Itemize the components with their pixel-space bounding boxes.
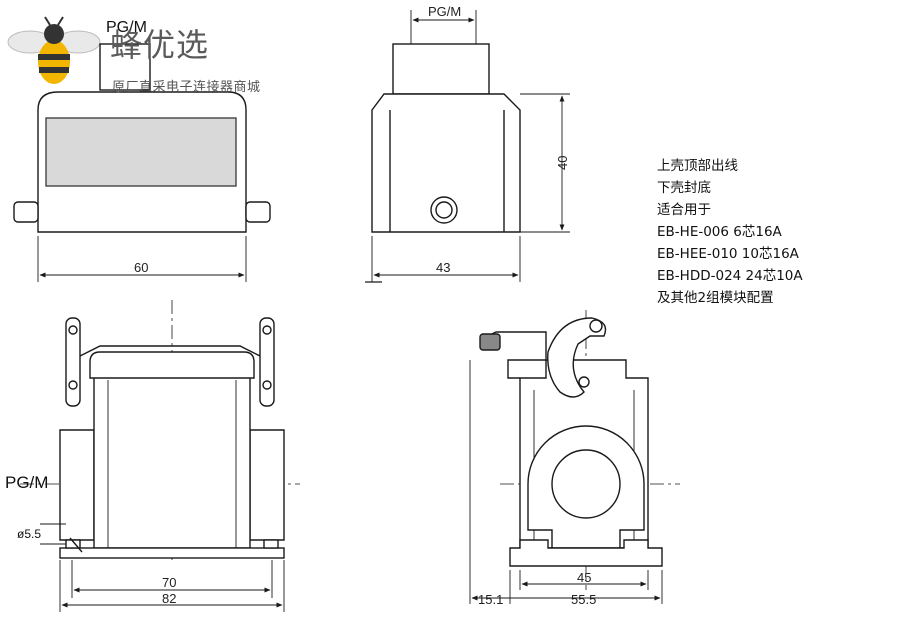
spec-line: EB-HEE-010 10芯16A	[657, 246, 799, 262]
brand-name: 蜂优选	[110, 26, 210, 64]
bottom-right-view	[469, 310, 680, 604]
top-left-view	[13, 43, 271, 282]
dim-label-pgm-top: PG/M	[428, 4, 461, 19]
spec-line: 上壳顶部出线	[657, 158, 738, 174]
top-right-view	[365, 10, 570, 283]
dim-width-43: 43	[436, 260, 450, 275]
spec-line: EB-HDD-024 24芯10A	[657, 268, 803, 284]
dim-width-70: 70	[162, 575, 176, 590]
spec-line: 下壳封底	[657, 180, 711, 196]
dim-width-60: 60	[134, 260, 148, 275]
spec-list: 上壳顶部出线 下壳封底 适合用于 EB-HE-006 6芯16A EB-HEE-…	[657, 155, 803, 309]
spec-line: 及其他2组模块配置	[657, 290, 774, 306]
dim-offset-15-1: 15.1	[478, 592, 503, 607]
dim-label-pgm-top-left: PG/M	[106, 19, 147, 36]
bee-logo-icon	[7, 16, 101, 84]
brand-tagline: 原厂直采电子连接器商城	[112, 80, 261, 95]
dim-width-45: 45	[577, 570, 591, 585]
dim-height-40: 40	[555, 156, 570, 170]
dim-hole-diameter: ø5.5	[17, 527, 41, 541]
dim-width-55-5: 55.5	[571, 592, 596, 607]
dim-width-82: 82	[162, 591, 176, 606]
dim-label-pgm-side: PG/M	[5, 473, 48, 492]
spec-line: EB-HE-006 6芯16A	[657, 224, 782, 240]
bottom-left-view	[20, 300, 300, 612]
spec-line: 适合用于	[657, 202, 711, 218]
